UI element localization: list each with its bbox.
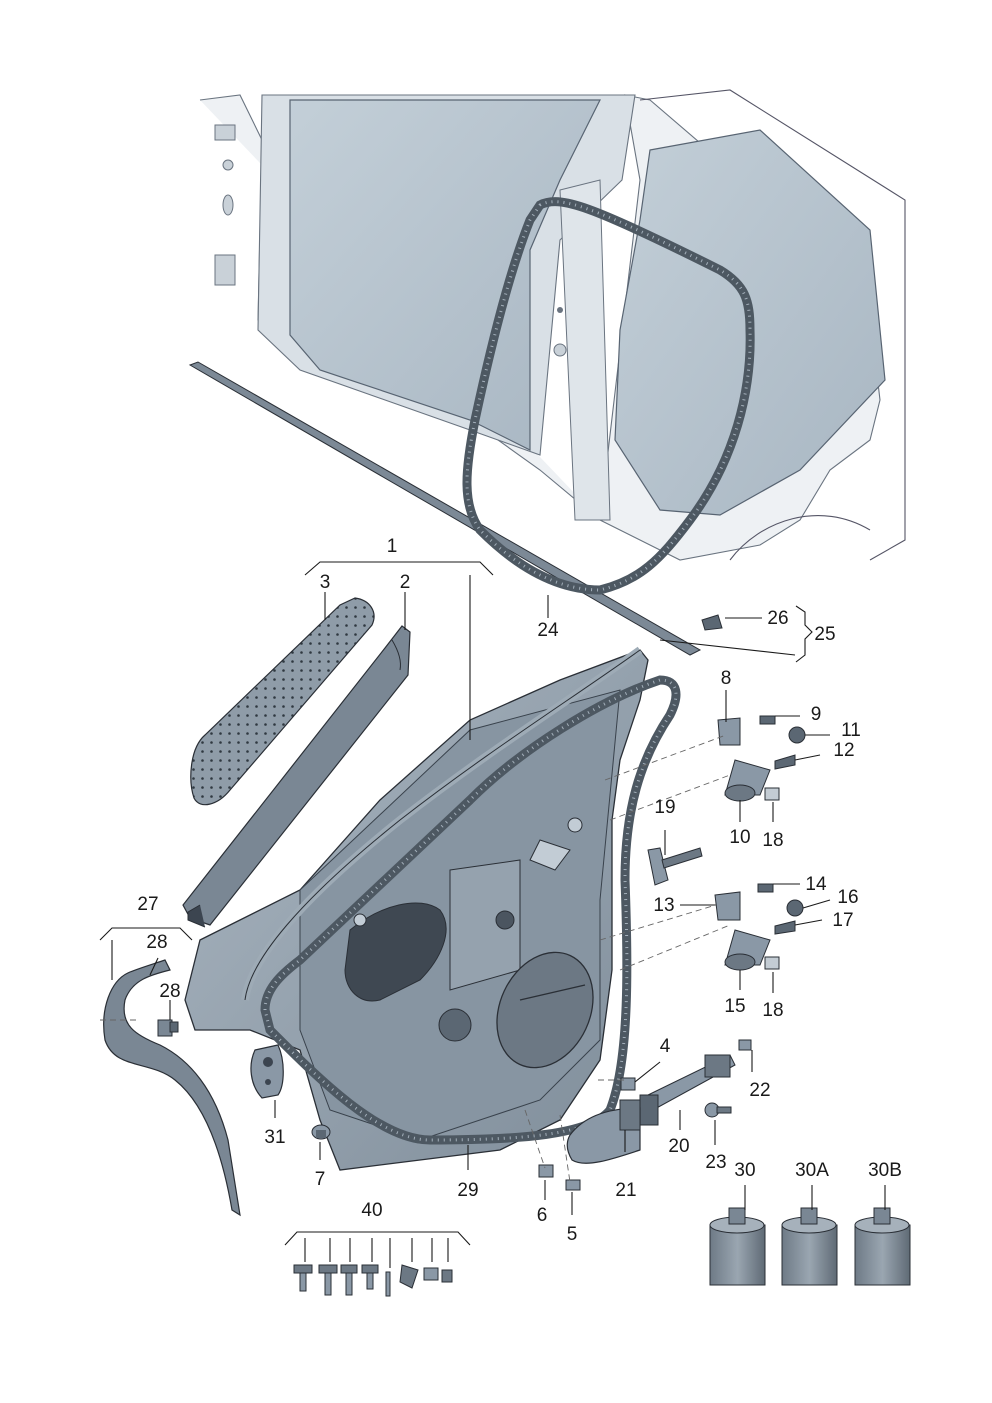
adhesive-can-30b bbox=[854, 1207, 911, 1286]
bolt-22 bbox=[738, 1039, 752, 1051]
callout-21: 21 bbox=[615, 1180, 636, 1201]
fastener-4 bbox=[620, 1077, 636, 1091]
callout-10: 10 bbox=[729, 827, 750, 848]
callout-7: 7 bbox=[315, 1169, 326, 1190]
callout-24: 24 bbox=[537, 620, 559, 641]
callout-29: 29 bbox=[457, 1180, 478, 1201]
alignment-lines bbox=[100, 734, 731, 1183]
adhesive-can-30 bbox=[709, 1207, 766, 1286]
callout-28a: 28 bbox=[146, 932, 167, 953]
callout-26: 26 bbox=[767, 608, 788, 629]
fastener-5 bbox=[565, 1179, 581, 1191]
callout-1: 1 bbox=[387, 536, 398, 557]
door-edge-seal bbox=[103, 959, 241, 1217]
part-31-bracket bbox=[250, 1044, 284, 1099]
callout-28b: 28 bbox=[159, 981, 180, 1002]
sound-damping-pad bbox=[190, 597, 375, 806]
callout-2: 2 bbox=[400, 572, 411, 593]
callout-30: 30 bbox=[734, 1160, 755, 1181]
callout-30b: 30B bbox=[868, 1160, 902, 1181]
leader-lines bbox=[99, 561, 886, 1268]
callout-25: 25 bbox=[814, 624, 835, 645]
callout-6: 6 bbox=[537, 1205, 548, 1226]
hinge-lower bbox=[714, 883, 804, 971]
part-7-plug bbox=[311, 1124, 331, 1140]
fastener-6 bbox=[538, 1164, 554, 1178]
rear-door-shell bbox=[184, 649, 649, 1171]
hinge-upper bbox=[717, 715, 806, 802]
callout-14: 14 bbox=[805, 874, 827, 895]
callout-23: 23 bbox=[705, 1152, 726, 1173]
callout-27: 27 bbox=[137, 894, 158, 915]
callout-19: 19 bbox=[654, 797, 675, 818]
car-body-side bbox=[199, 89, 906, 561]
callout-40: 40 bbox=[361, 1200, 382, 1221]
door-striker bbox=[647, 847, 703, 886]
adhesive-can-30a bbox=[781, 1207, 838, 1286]
callout-30a: 30A bbox=[795, 1160, 829, 1181]
callout-17: 17 bbox=[832, 910, 853, 931]
callout-labels: 1 2 3 24 26 25 8 9 11 12 10 18 19 13 14 … bbox=[137, 536, 901, 1245]
callout-13: 13 bbox=[653, 895, 674, 916]
clip-26 bbox=[701, 614, 723, 631]
callout-11: 11 bbox=[841, 720, 861, 741]
sill-trim-strip bbox=[188, 361, 702, 656]
door-check-strap bbox=[639, 1054, 736, 1126]
callout-18b: 18 bbox=[762, 1000, 783, 1021]
callout-3: 3 bbox=[320, 572, 331, 593]
callout-16: 16 bbox=[837, 887, 858, 908]
callout-5: 5 bbox=[567, 1224, 578, 1245]
door-opening-front bbox=[289, 99, 601, 451]
clip-28 bbox=[157, 1019, 179, 1037]
door-seal bbox=[260, 675, 681, 1145]
callout-18a: 18 bbox=[762, 830, 783, 851]
fastener-kit bbox=[293, 1264, 453, 1297]
callout-8: 8 bbox=[721, 668, 732, 689]
callout-4: 4 bbox=[660, 1036, 671, 1057]
callout-15: 15 bbox=[724, 996, 745, 1017]
callout-20: 20 bbox=[668, 1136, 689, 1157]
body-door-seal bbox=[462, 197, 755, 595]
callout-22: 22 bbox=[749, 1080, 770, 1101]
callout-9: 9 bbox=[811, 704, 822, 725]
callout-31: 31 bbox=[264, 1127, 285, 1148]
callout-12: 12 bbox=[833, 740, 854, 761]
bolt-23 bbox=[704, 1102, 732, 1118]
